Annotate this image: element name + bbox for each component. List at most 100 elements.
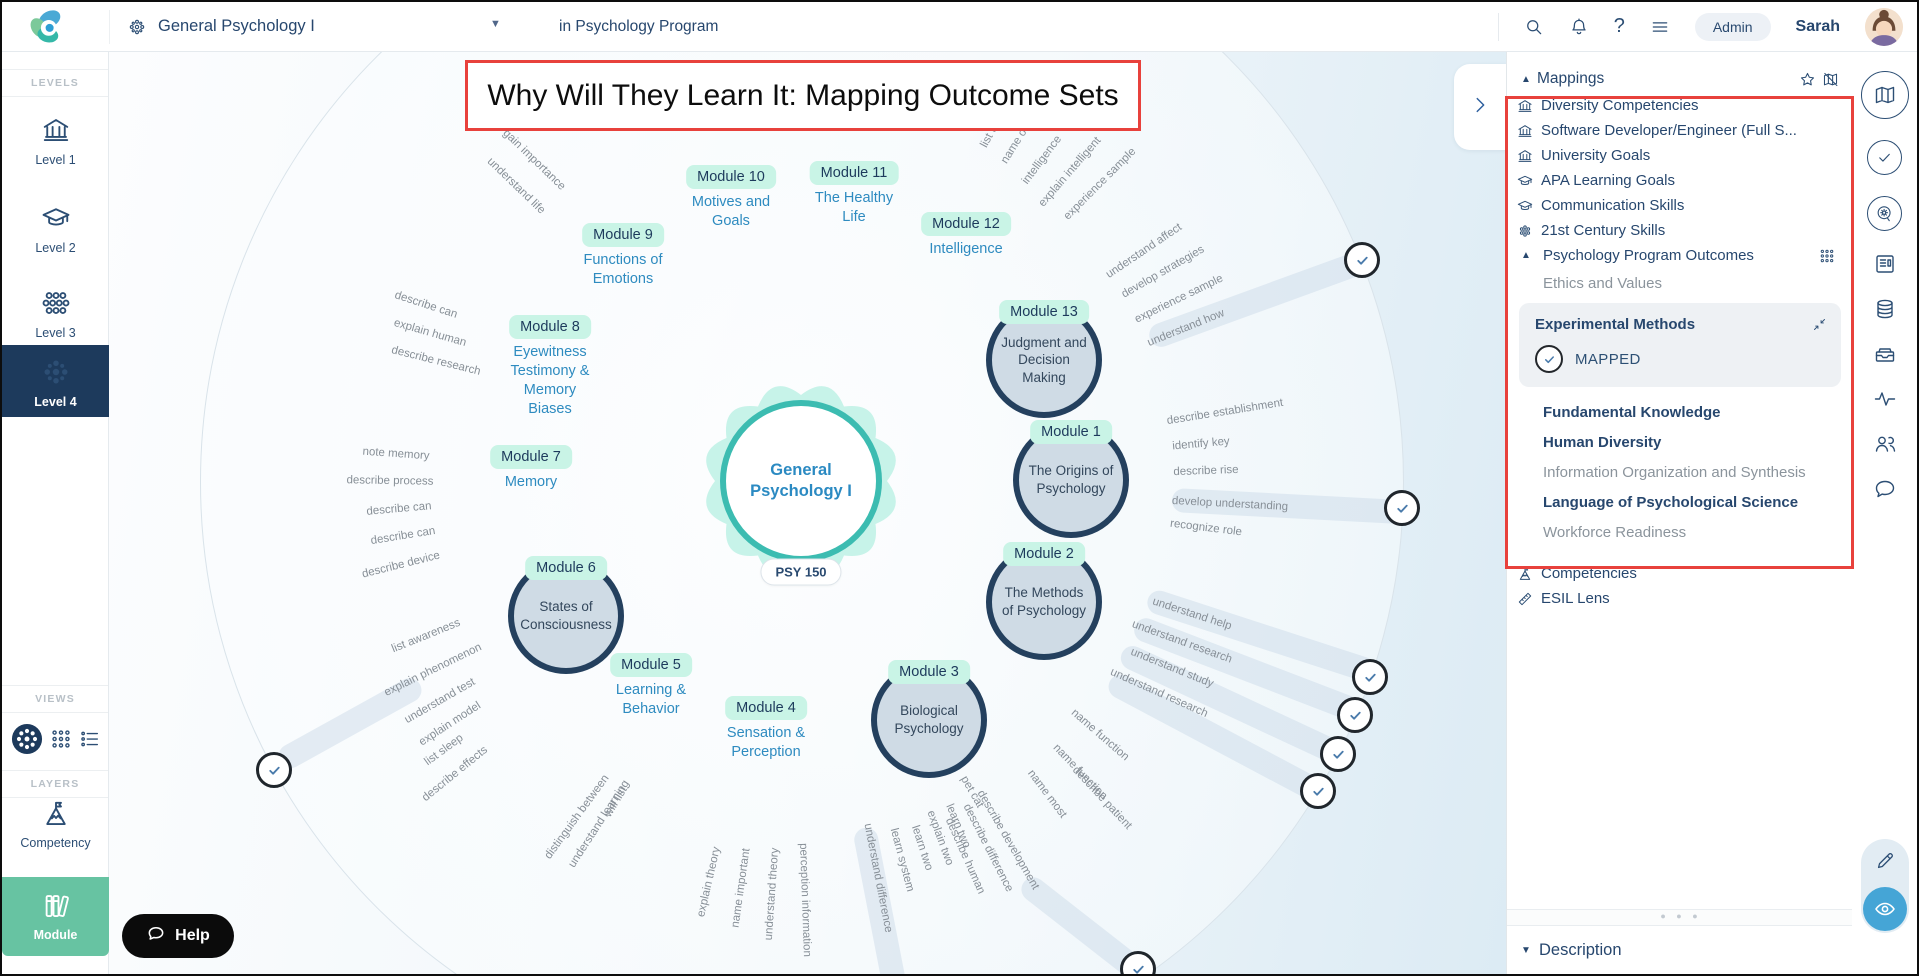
mapped-check[interactable] <box>1300 773 1336 809</box>
search-icon[interactable] <box>1524 17 1544 37</box>
course-center-node[interactable]: General Psychology I <box>720 400 882 562</box>
mapped-check[interactable] <box>256 752 292 788</box>
module-name[interactable]: Motives and Goals <box>691 194 771 229</box>
listview-icon[interactable] <box>79 728 101 750</box>
esil-lens-section[interactable]: ESIL Lens <box>1517 586 1843 611</box>
mapping-set[interactable]: Communication Skills <box>1517 193 1843 218</box>
module-badge[interactable]: Module 11 <box>809 161 899 185</box>
mapped-check[interactable] <box>1352 659 1388 695</box>
mapped-check[interactable] <box>1344 242 1380 278</box>
tool-report-icon[interactable] <box>1873 252 1897 276</box>
ruler-icon <box>1517 591 1533 607</box>
gridview-icon[interactable] <box>50 728 72 750</box>
module-badge[interactable]: Module 2 <box>1003 542 1085 566</box>
mappings-section-header[interactable]: ▲ Mappings <box>1517 65 1843 93</box>
tool-database-icon[interactable] <box>1873 297 1897 321</box>
outcome-item[interactable]: Workforce Readiness <box>1543 523 1687 541</box>
module-circle-name: Judgment and Decision Making <box>1001 334 1087 385</box>
outcome-keyword[interactable]: describe process <box>346 474 434 488</box>
tool-check-icon[interactable] <box>1867 140 1902 175</box>
competencies-section[interactable]: Competencies <box>1517 561 1843 586</box>
outcome-card-title: Experimental Methods <box>1535 316 1696 333</box>
collapse-icon[interactable] <box>1812 317 1827 332</box>
edit-view-toggle <box>1860 839 1909 933</box>
star-icon[interactable] <box>1799 71 1816 88</box>
layer-module[interactable]: Module <box>2 877 109 956</box>
user-name[interactable]: Sarah <box>1795 17 1840 35</box>
outcome-item[interactable]: Human Diversity <box>1543 433 1662 451</box>
tool-braingear-icon[interactable] <box>1867 196 1902 231</box>
tool-comment-icon[interactable] <box>1873 477 1897 501</box>
program-context[interactable]: in Psychology Program <box>559 17 719 35</box>
course-dropdown-caret-icon[interactable]: ▼ <box>490 18 501 30</box>
user-avatar[interactable] <box>1865 7 1903 46</box>
module-name[interactable]: Learning & Behavior <box>615 682 687 717</box>
outcome-item[interactable]: Language of Psychological Science <box>1543 493 1799 511</box>
wheel-icon[interactable] <box>11 723 43 755</box>
module-badge[interactable]: Module 10 <box>686 165 776 189</box>
help-button[interactable]: Help <box>122 914 234 958</box>
panel-collapse-tab[interactable] <box>1454 64 1506 150</box>
outcome-item[interactable]: Ethics and Values <box>1543 274 1662 292</box>
module-name[interactable]: Intelligence <box>929 241 1003 257</box>
admin-button[interactable]: Admin <box>1694 12 1771 41</box>
sidebar-level-level-2[interactable]: Level 2 <box>2 203 109 255</box>
mapped-status-label: MAPPED <box>1575 350 1641 368</box>
tool-archive-icon[interactable] <box>1873 342 1897 366</box>
dotsgrid9-icon[interactable] <box>1819 248 1835 264</box>
mapped-check[interactable] <box>1120 951 1156 974</box>
course-code-badge[interactable]: PSY 150 <box>760 558 842 586</box>
mountain-icon <box>1517 566 1533 582</box>
mapping-set[interactable]: APA Learning Goals <box>1517 168 1843 193</box>
menu-icon[interactable] <box>1650 17 1670 37</box>
mapped-check[interactable] <box>1337 697 1373 733</box>
module-badge[interactable]: Module 13 <box>999 300 1089 324</box>
mapped-check[interactable] <box>1320 736 1356 772</box>
tool-map-icon[interactable] <box>1860 71 1909 119</box>
map-off-icon[interactable] <box>1822 71 1839 88</box>
module-name[interactable]: The Healthy Life <box>814 190 894 225</box>
module-badge[interactable]: Module 9 <box>582 223 664 247</box>
module-name[interactable]: Eyewit­ness Testimony & Memory Biases <box>510 344 590 417</box>
module-badge[interactable]: Module 12 <box>921 212 1011 236</box>
bank-icon <box>1517 148 1533 164</box>
mapping-set[interactable]: University Goals <box>1517 143 1843 168</box>
sidebar-level-level-3[interactable]: Level 3 <box>2 288 109 340</box>
outcome-keyword[interactable]: describe rise <box>1173 463 1239 479</box>
layer-competency[interactable]: Competency <box>2 799 109 850</box>
module-badge[interactable]: Module 4 <box>725 696 807 720</box>
tool-activity-icon[interactable] <box>1873 387 1897 411</box>
coursetune-logo-icon[interactable] <box>26 6 68 48</box>
mapping-set[interactable]: 21st Century Skills <box>1517 218 1843 243</box>
eye-button[interactable] <box>1862 887 1907 931</box>
module-badge[interactable]: Module 8 <box>509 315 591 339</box>
module-badge[interactable]: Module 6 <box>525 556 607 580</box>
pencil-icon[interactable] <box>1874 850 1896 877</box>
module-name[interactable]: Functions of Emotions <box>583 252 663 287</box>
sidebar-level-level-1[interactable]: Level 1 <box>2 115 109 167</box>
mapping-set[interactable]: Diversity Competencies <box>1517 93 1843 118</box>
bell-icon[interactable] <box>1569 17 1589 37</box>
module-name[interactable]: Memory <box>504 474 558 490</box>
description-section-header[interactable]: ▼ Description <box>1507 927 1855 974</box>
course-title[interactable]: General Psychology I <box>158 17 315 35</box>
curriculum-map-canvas[interactable]: General Psychology I PSY 150 gain import… <box>109 51 1506 974</box>
mapped-check[interactable] <box>1384 490 1420 526</box>
outcome-item[interactable]: Fundamental Knowledge <box>1543 403 1721 421</box>
module-badge[interactable]: Module 1 <box>1030 420 1112 444</box>
sidebar-level-level-4[interactable]: Level 4 <box>2 345 109 417</box>
panel-resize-handle[interactable]: ● ● ● <box>1507 909 1855 926</box>
mapping-set[interactable]: Software Developer/Engineer (Full S... <box>1517 118 1843 143</box>
module-badge[interactable]: Module 5 <box>610 653 692 677</box>
module-badge[interactable]: Module 7 <box>490 445 572 469</box>
mapping-set[interactable]: ▲Psychology Program Outcomes <box>1517 243 1843 268</box>
module-name[interactable]: Sensation & Perception <box>726 725 806 760</box>
tool-people-icon[interactable] <box>1873 432 1897 456</box>
module-badge[interactable]: Module 3 <box>888 660 970 684</box>
topbar-divider <box>1497 12 1499 41</box>
help-icon[interactable]: ? <box>1613 15 1625 37</box>
outcome-item[interactable]: Information Organization and Synthesis <box>1543 463 1806 481</box>
